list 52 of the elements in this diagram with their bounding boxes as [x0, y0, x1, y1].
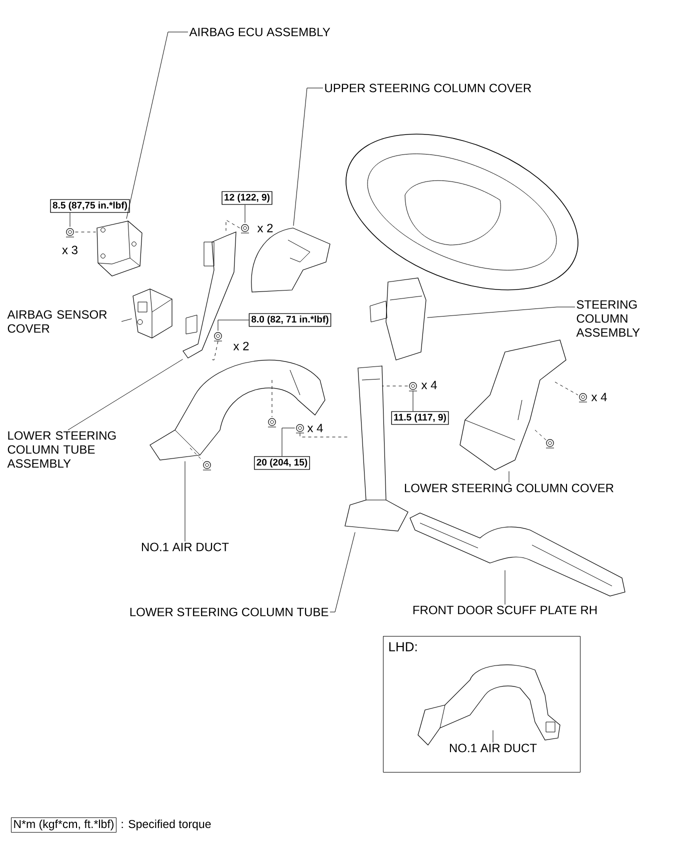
quantity-label: x 4 [591, 392, 607, 402]
steering-column-drawing [370, 278, 426, 360]
part-label: LOWER STEERING COLUMN TUBE ASSEMBLY [7, 431, 116, 468]
quantity-label: x 4 [421, 380, 437, 390]
quantity-label: x 2 [233, 342, 249, 350]
part-label: FRONT DOOR SCUFF PLATE RH [413, 606, 597, 614]
leader-line [330, 532, 356, 612]
airbag-ecu-drawing [96, 220, 142, 276]
part-label: NO.1 AIR DUCT [142, 542, 229, 552]
part-label: AIRBAG SENSOR COVER [7, 310, 107, 333]
installation-line [226, 220, 240, 231]
torque-box: 11.5 (117, 9) [391, 411, 449, 425]
leader-line [293, 88, 324, 226]
bolt-drawing [296, 424, 304, 434]
leader-line [218, 320, 250, 331]
quantity-label: x 3 [62, 246, 78, 254]
air-duct-drawing [150, 360, 326, 460]
sensor-cover-drawing [132, 288, 172, 338]
installation-line [210, 341, 218, 360]
leader-line [68, 359, 183, 430]
torque-box: 8.0 (82, 71 in.*lbf) [248, 313, 332, 327]
quantity-label: x 4 [307, 424, 323, 432]
part-label: AIRBAG ECU ASSEMBLY [189, 28, 330, 36]
part-label: STEERING COLUMN ASSEMBLY [576, 300, 640, 337]
leader-line [121, 318, 132, 322]
scuff-plate-drawing [410, 512, 626, 596]
air-duct-drawing [418, 664, 560, 746]
bolt-drawing [240, 224, 250, 234]
leader-line [412, 391, 414, 412]
torque-box: 8.5 (87,75 in.*lbf) [50, 199, 130, 213]
legend-text: : Specified torque [122, 820, 211, 830]
bolt-drawing [214, 332, 222, 342]
torque-box: 12 (122, 9) [222, 191, 272, 205]
column-cover-drawing [460, 340, 566, 470]
installation-line [300, 433, 348, 438]
leader-line [508, 471, 510, 483]
bolt-drawing [408, 382, 418, 392]
leader-line [126, 32, 188, 219]
leader-line [244, 204, 246, 223]
torque-box: 20 (204, 15) [254, 456, 310, 470]
leader-line [427, 306, 576, 318]
leader-line [282, 428, 295, 456]
part-label: LOWER STEERING COLUMN TUBE [130, 608, 328, 616]
quantity-label: x 2 [257, 224, 273, 232]
bolt-drawing [66, 228, 74, 238]
part-label: NO.1 AIR DUCT [450, 744, 537, 752]
leader-line [504, 570, 506, 605]
part-label: LOWER STEERING COLUMN COVER [404, 484, 614, 492]
leader-line [184, 461, 186, 542]
part-label: UPPER STEERING COLUMN COVER [325, 84, 532, 92]
legend-key-box: N*m (kgf*cm, ft.*lbf) [11, 817, 116, 833]
leader-line [492, 730, 494, 743]
